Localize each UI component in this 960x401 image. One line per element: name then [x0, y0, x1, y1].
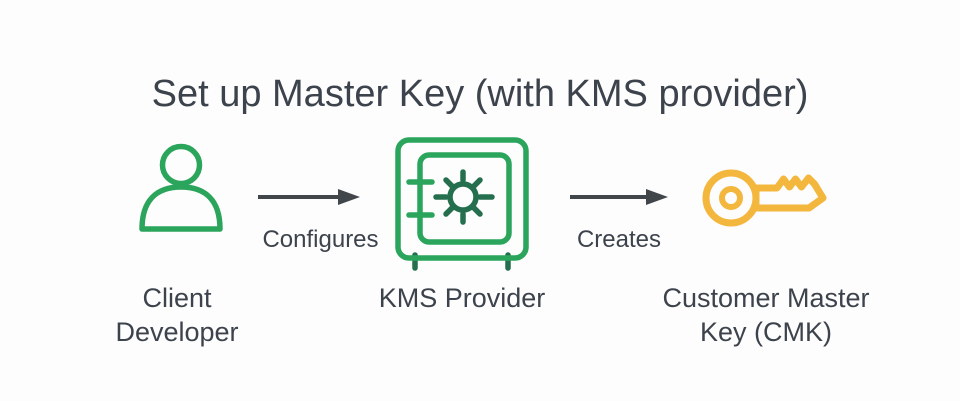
key-icon	[702, 169, 827, 227]
safe-dial	[433, 169, 495, 225]
node-label-kms-provider: KMS Provider	[378, 283, 546, 313]
arrow-right-icon	[570, 189, 668, 205]
safe-icon	[395, 137, 529, 271]
edge-label-configures: Configures	[262, 226, 379, 253]
person-head	[159, 143, 203, 187]
key-shaft	[752, 174, 827, 212]
diagram-title: Set up Master Key (with KMS provider)	[151, 73, 809, 115]
safe-door	[417, 152, 512, 245]
safe-body	[395, 137, 529, 261]
person-body	[139, 184, 223, 232]
node-label-customer-master-key: Customer Master Key (CMK)	[662, 283, 870, 347]
node-label-client-developer: Client Developer	[115, 283, 239, 347]
key-head	[702, 169, 760, 227]
key-hole	[719, 186, 743, 210]
arrow-right-icon	[258, 189, 360, 205]
person-icon	[139, 143, 223, 232]
edge-label-creates: Creates	[576, 226, 662, 253]
